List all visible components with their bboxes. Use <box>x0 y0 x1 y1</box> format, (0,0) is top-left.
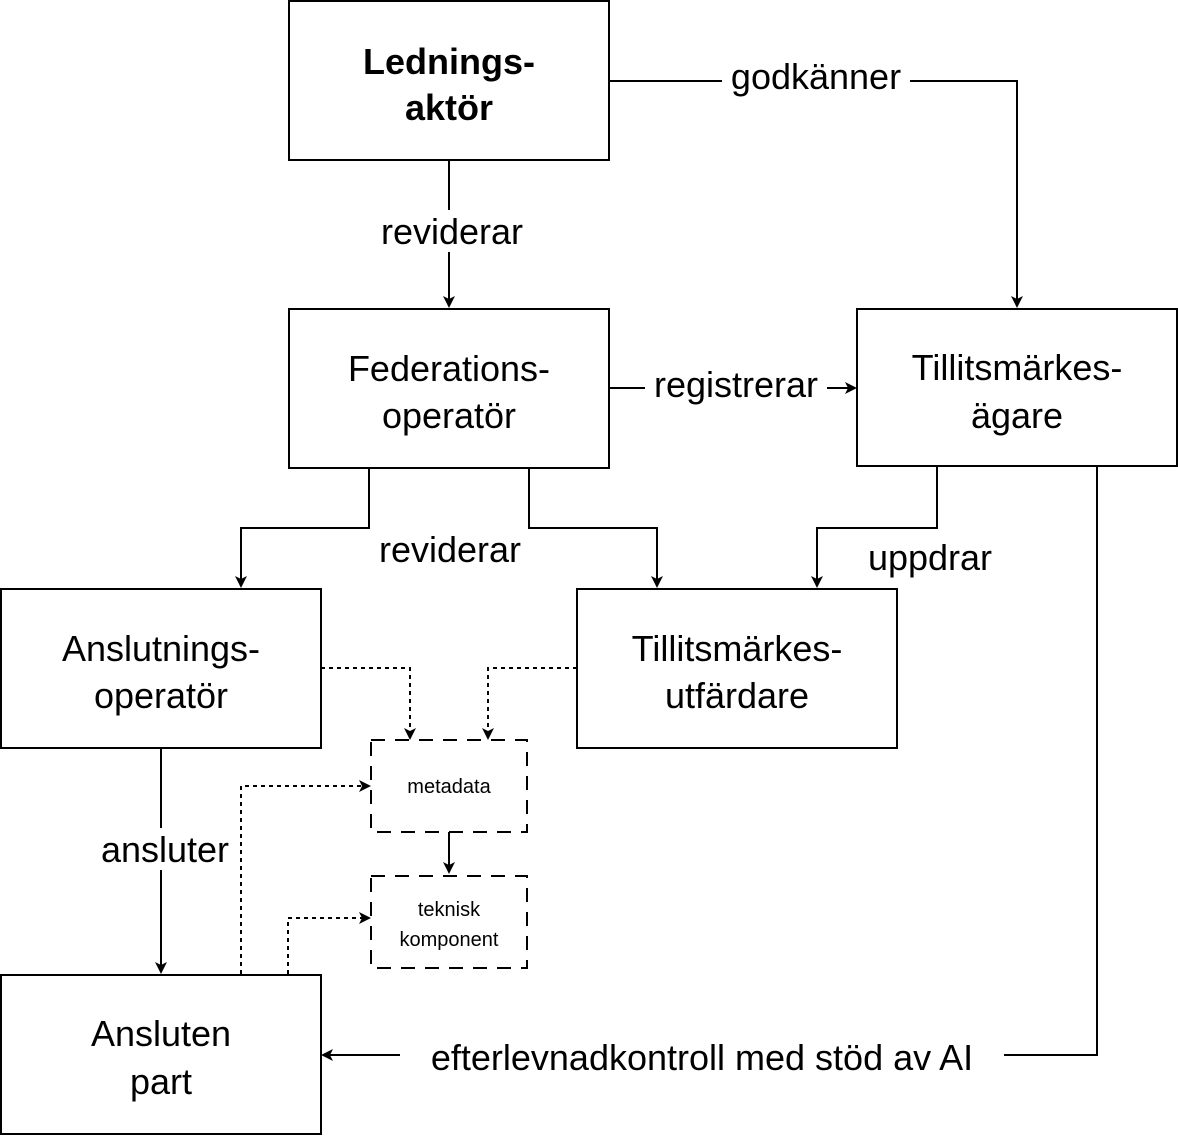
label-registrerar: registrerar <box>654 364 818 405</box>
node-tillitsmarkesagare: Tillitsmärkes- ägare <box>856 308 1178 467</box>
node-teknisk-komponent-line2: komponent <box>400 929 499 951</box>
node-metadata-label: metadata <box>407 776 491 798</box>
node-tillitsmarkesutfardare-line2: utfärdare <box>665 675 809 716</box>
edge-godkanner <box>609 80 1023 308</box>
edge-reviderar-2a <box>235 468 370 588</box>
edge-dotted-part-teknisk <box>287 912 371 974</box>
node-ledningsaktor-line1: Lednings- <box>363 41 535 82</box>
label-ansluter: ansluter <box>101 829 229 870</box>
edge-uppdrar <box>811 466 938 588</box>
node-tillitsmarkesutfardare-line1: Tillitsmärkes- <box>632 628 843 669</box>
node-metadata: metadata <box>370 739 528 833</box>
edge-reviderar-2b <box>528 468 663 588</box>
label-reviderar-2: reviderar <box>379 529 521 570</box>
node-anslutningsoperator: Anslutnings- operatör <box>0 588 322 749</box>
node-tillitsmarkesutfardare: Tillitsmärkes- utfärdare <box>576 588 898 749</box>
label-efterlevnadkontroll: efterlevnadkontroll med stöd av AI <box>431 1037 973 1078</box>
node-federationsoperator-line1: Federations- <box>348 348 550 389</box>
edge-dotted-utfardare-metadata <box>482 667 577 740</box>
node-teknisk-komponent: teknisk komponent <box>370 875 528 969</box>
node-tillitsmarkesagare-line2: ägare <box>971 395 1063 436</box>
label-godkanner: godkänner <box>731 56 901 97</box>
node-tillitsmarkesagare-line1: Tillitsmärkes- <box>912 347 1123 388</box>
node-federationsoperator-line2: operatör <box>382 395 516 436</box>
node-ansluten-part-line1: Ansluten <box>91 1013 231 1054</box>
node-ledningsaktor: Lednings- aktör <box>288 0 610 161</box>
node-anslutningsoperator-line1: Anslutnings- <box>62 628 260 669</box>
edge-dotted-part-metadata <box>240 780 371 974</box>
node-anslutningsoperator-line2: operatör <box>94 675 228 716</box>
node-teknisk-komponent-line1: teknisk <box>418 899 481 921</box>
node-ansluten-part: Ansluten part <box>0 974 322 1135</box>
node-federationsoperator: Federations- operatör <box>288 308 610 469</box>
node-ansluten-part-line2: part <box>130 1061 192 1102</box>
node-ledningsaktor-line2: aktör <box>405 87 493 128</box>
edge-dotted-anslutning-metadata <box>321 667 416 740</box>
label-reviderar-1: reviderar <box>381 211 523 252</box>
label-uppdrar: uppdrar <box>868 537 992 578</box>
